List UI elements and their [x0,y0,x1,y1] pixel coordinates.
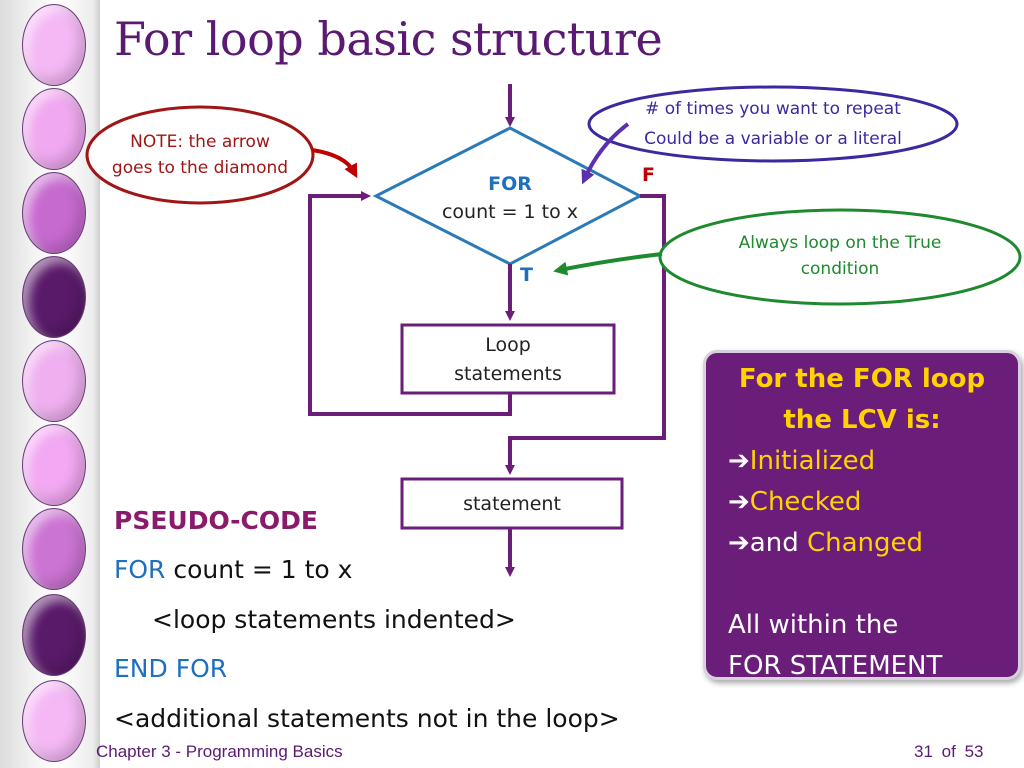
lcv-item1-text: Initialized [749,446,876,476]
decorative-pill-8 [22,594,86,676]
lcv-item2-text: Checked [749,487,862,517]
decorative-pill-3 [22,172,86,254]
diamond-for-keyword: FOR [488,173,532,195]
pseudocode-after-line: <additional statements not in the loop> [114,704,620,733]
diamond-condition: count = 1 to x [441,201,579,223]
loop-box-line1: Loop [485,334,531,356]
right-arrow-icon: ➔ [728,528,750,558]
lcv-footer: All within the FOR STATEMENT [728,605,1010,687]
lcv-heading-line2: the LCV is: [783,405,941,435]
note-callout-arrow [311,148,358,179]
true-callout-arrow [553,252,663,276]
pseudocode-for-keyword: FOR [114,555,166,584]
note-callout: NOTE: the arrow goes to the diamond [88,125,312,185]
pseudocode-for-line: FOR count = 1 to x [114,555,352,584]
lcv-item-initialized: ➔Initialized [728,441,1010,482]
lcv-item-changed: ➔and Changed [728,523,1010,564]
true-callout-line2: condition [800,259,880,279]
pseudocode-end-for: END FOR [114,654,228,683]
decorative-pill-7 [22,508,86,590]
lcv-heading: For the FOR loop the LCV is: [714,359,1010,441]
lcv-footer-line1: All within the [728,610,899,640]
decorative-side-strip [0,0,100,768]
decorative-pill-1 [22,4,86,86]
diamond-label: FOR count = 1 to x [408,170,612,226]
statement-box-label: statement [463,493,561,515]
repeat-callout: # of times you want to repeat Could be a… [592,94,954,154]
page-total: 53 [964,742,984,761]
decorative-pill-9 [22,680,86,762]
decorative-pill-5 [22,340,86,422]
lcv-heading-line1: For the FOR loop [738,364,986,394]
right-arrow-icon: ➔ [728,446,750,476]
lcv-footer-line2: FOR STATEMENT [728,651,943,681]
repeat-callout-shape [587,85,959,163]
pseudocode-body-line: <loop statements indented> [152,605,516,634]
repeat-callout-line2: Could be a variable or a literal [644,129,902,149]
true-callout-line1: Always loop on the True [738,233,942,253]
decorative-pill-2 [22,88,86,170]
loop-box-line2: statements [454,363,562,385]
pseudocode-heading: PSEUDO-CODE [114,506,318,535]
true-label: T [520,264,533,286]
note-callout-line1: NOTE: the arrow [130,132,270,152]
lcv-item-checked: ➔Checked [728,482,1010,523]
page-of: of [941,742,956,761]
page-current: 31 [914,742,933,761]
false-label: F [642,164,655,186]
repeat-callout-arrow [581,122,630,185]
repeat-callout-line1: # of times you want to repeat [645,99,901,119]
footer-chapter: Chapter 3 - Programming Basics [96,742,343,761]
footer-page-number: 31 of 53 [914,742,984,762]
lcv-info-box: For the FOR loop the LCV is: ➔Initialize… [703,350,1021,681]
lcv-item3-prefix: and [749,528,807,558]
pseudocode-for-rest: count = 1 to x [165,555,353,584]
true-callout: Always loop on the True condition [668,226,1012,286]
loop-box-label: Loop statements [402,331,614,389]
lcv-item3-highlight: Changed [806,528,924,558]
loop-back-path [308,191,512,416]
decorative-pill-4 [22,256,86,338]
note-callout-shape [85,105,315,205]
note-callout-line2: goes to the diamond [111,158,289,178]
right-arrow-icon: ➔ [728,487,750,517]
true-callout-shape [658,208,1022,306]
slide-title: For loop basic structure [114,12,663,66]
false-exit-path [505,194,666,475]
decorative-pill-6 [22,424,86,506]
